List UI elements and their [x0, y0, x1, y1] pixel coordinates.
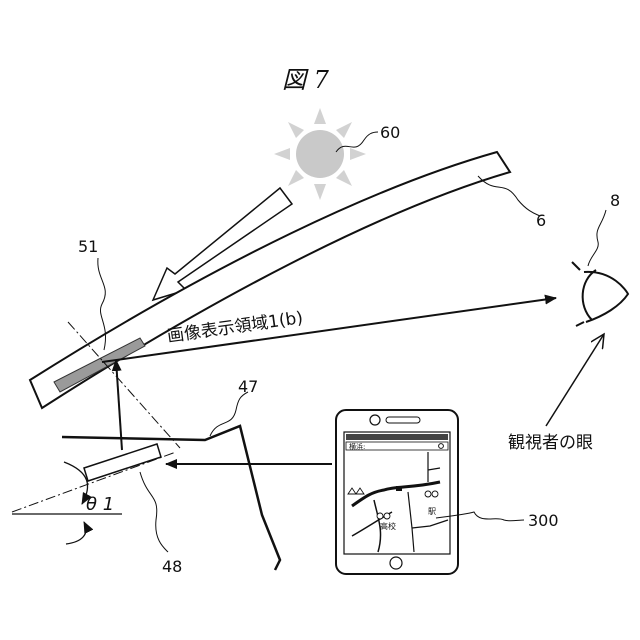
phone-map-station-label: 駅 [428, 507, 436, 516]
sun-label: 60 [380, 123, 400, 142]
viewer-eye-arrow [546, 334, 604, 426]
phone-map-school: 高校 [380, 521, 396, 531]
eye-label: 8 [610, 191, 620, 210]
figure-title: 図 7 [282, 66, 330, 94]
windshield-label: 6 [536, 211, 546, 230]
projection-ray [116, 360, 122, 450]
eye-leader-line [588, 210, 606, 266]
region-label: 51 [78, 237, 98, 256]
viewer-eye-caption: 観視者の眼 [508, 433, 593, 453]
angle-label: θ 1 [86, 494, 114, 515]
smartphone: 横浜: 高校 駅 [336, 410, 458, 574]
projector-leader-line [140, 472, 168, 552]
phone-map-station [396, 486, 402, 491]
mirror-label: 47 [238, 377, 258, 396]
phone-search-label: 横浜: [349, 442, 365, 451]
eye-icon [572, 262, 628, 326]
sun-icon [274, 108, 366, 200]
angle-arc-lower [66, 522, 86, 544]
windshield-leader-line [478, 176, 540, 216]
projector-label: 48 [162, 557, 182, 576]
smartphone-label: 300 [528, 511, 559, 530]
